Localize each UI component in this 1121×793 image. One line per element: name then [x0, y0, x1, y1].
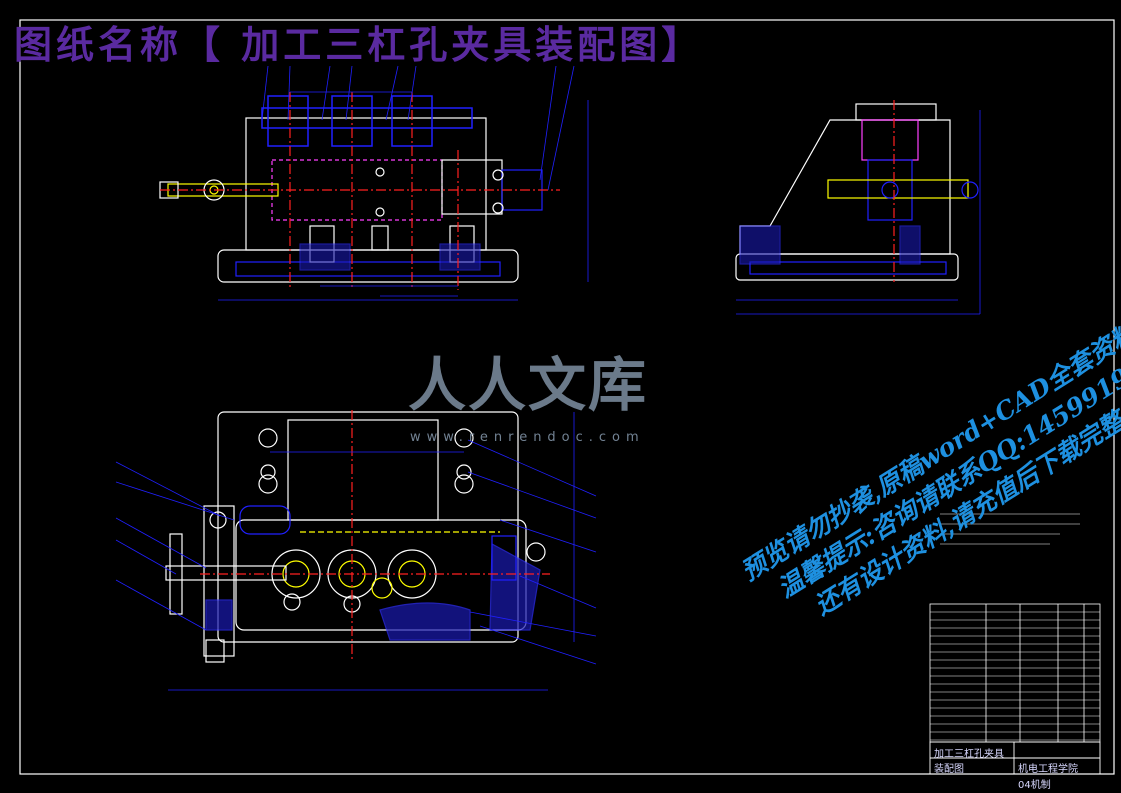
watermark-logo: 人人文库 — [408, 351, 649, 419]
watermark-url: www.renrendoc.com — [410, 430, 645, 445]
title-block-school: 机电工程学院 — [1018, 764, 1078, 775]
technical-notes — [940, 513, 1080, 545]
title-block-dept: 04机制 — [1018, 780, 1051, 791]
bom-table — [929, 603, 1101, 743]
drawing-frame — [19, 19, 1115, 775]
side-view — [735, 100, 981, 315]
bom-rows — [930, 611, 1100, 741]
drawing-title: 图纸名称【 加工三杠孔夹具装配图】 — [14, 22, 704, 67]
title-block-drawing-type: 装配图 — [934, 764, 964, 775]
front-view — [159, 65, 589, 301]
top-view — [115, 410, 597, 691]
title-block — [929, 741, 1101, 775]
title-block-part-name: 加工三杠孔夹具 — [934, 749, 1004, 760]
